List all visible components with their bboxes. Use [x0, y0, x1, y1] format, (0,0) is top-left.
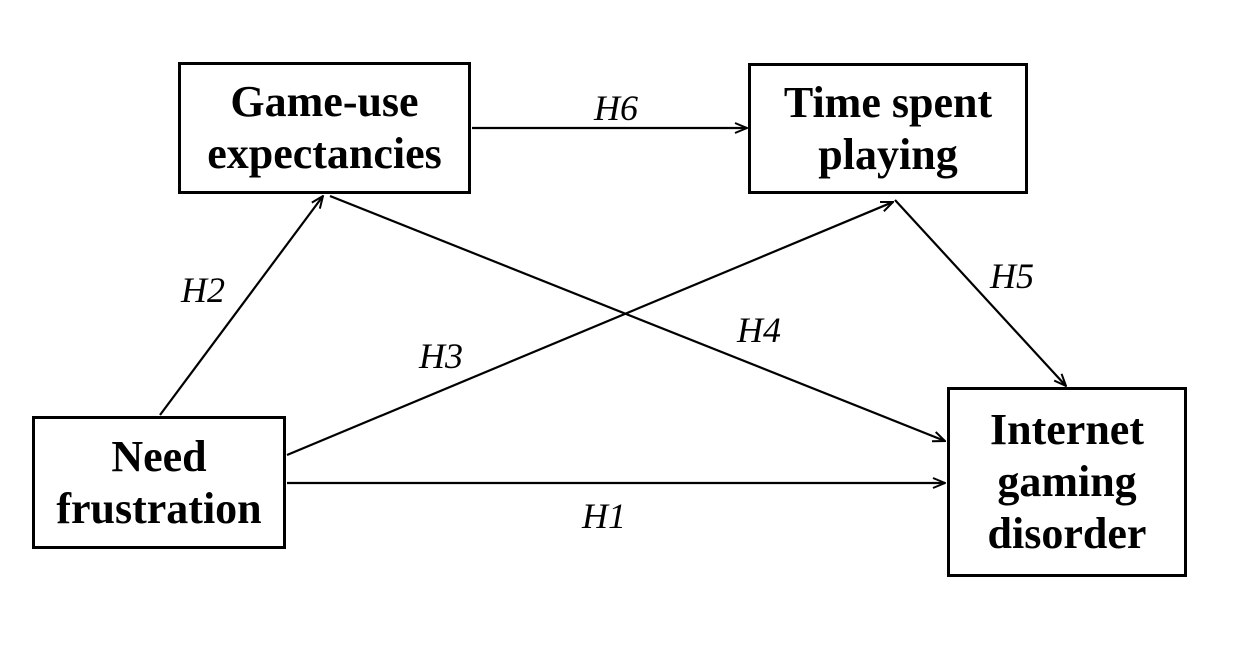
node-label-line: Need: [111, 431, 207, 481]
arrow-h2: [159, 196, 323, 416]
edge-label-h5: H5: [990, 256, 1034, 296]
node-game-use-expectancies: Game-use expectancies: [178, 62, 471, 194]
node-need-frustration: Need frustration: [32, 416, 286, 549]
node-time-spent-playing: Time spent playing: [748, 63, 1028, 194]
node-label-line: Game-use: [230, 77, 419, 126]
edge-label-h6: H6: [594, 88, 638, 128]
node-internet-gaming-disorder: Internet gaming disorder: [947, 387, 1187, 577]
edge-label-h3: H3: [419, 336, 463, 376]
arrow-h3: [286, 200, 893, 457]
arrow-h5: [894, 199, 1066, 386]
node-label-line: expectancies: [207, 129, 442, 178]
node-label-line: gaming: [997, 457, 1137, 506]
node-label-line: Internet: [990, 405, 1144, 454]
edge-label-h2: H2: [181, 270, 225, 310]
node-label-line: Time spent: [783, 77, 993, 127]
edge-label-h4: H4: [737, 310, 781, 350]
arrow-h4: [329, 194, 945, 441]
node-label-line: frustration: [56, 483, 262, 533]
edge-label-h1: H1: [582, 496, 626, 536]
node-label-line: playing: [818, 129, 958, 179]
node-label-line: disorder: [987, 509, 1147, 558]
